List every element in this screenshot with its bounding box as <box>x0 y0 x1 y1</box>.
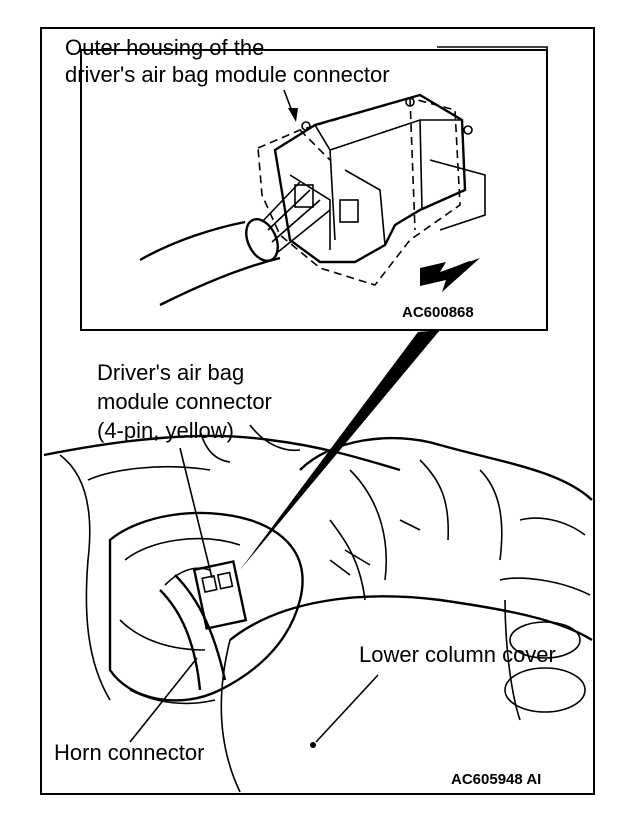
horn-label: Horn connector <box>54 740 204 765</box>
zoom-wedge <box>240 330 440 570</box>
main-code: AC605948 AI <box>451 771 541 788</box>
lower-cover-leader <box>315 674 379 743</box>
connector-label-line2: module connector <box>97 389 272 414</box>
horn-leader <box>129 657 198 743</box>
inset-callout-line <box>437 46 548 72</box>
steering-column-illustration <box>43 424 593 793</box>
lower-cover-label: Lower column cover <box>359 642 556 667</box>
inset-label-line2: driver's air bag module connector <box>65 62 390 87</box>
connector-label-line3: (4-pin, yellow) <box>97 418 234 443</box>
connector-leader <box>179 447 213 579</box>
inset-code: AC600868 <box>402 304 474 321</box>
outer-housing-illustration <box>139 93 486 307</box>
connector-label-line1: Driver's air bag <box>97 360 244 385</box>
inset-label-line1: Outer housing of the <box>65 35 264 60</box>
